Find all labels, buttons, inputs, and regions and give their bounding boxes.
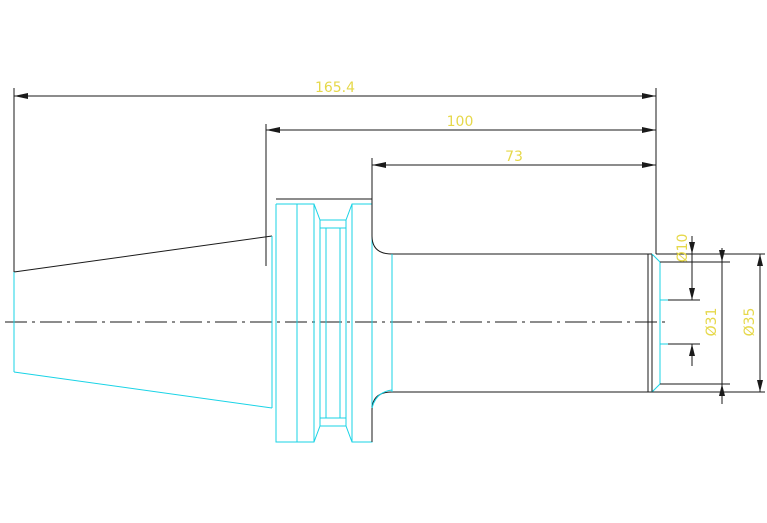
- dimension-overall-length: 165.4: [13, 80, 657, 272]
- dimension-body-length: 73: [371, 149, 656, 204]
- dim-label-body-length: 73: [505, 149, 523, 165]
- body: [371, 204, 668, 442]
- dimension-flange-to-end: 100: [265, 114, 656, 266]
- flange: [275, 203, 373, 443]
- dim-label-overall: 165.4: [315, 80, 355, 96]
- dim-label-bore-small: Ø10: [675, 234, 691, 263]
- dim-label-flange-to-end: 100: [447, 114, 474, 130]
- taper-shank: [13, 235, 273, 409]
- dim-label-bore-mid: Ø31: [704, 308, 720, 337]
- dim-label-outer-diameter: Ø35: [742, 308, 758, 337]
- dimension-diameters: [652, 236, 765, 404]
- dimension-arrows: [689, 242, 763, 396]
